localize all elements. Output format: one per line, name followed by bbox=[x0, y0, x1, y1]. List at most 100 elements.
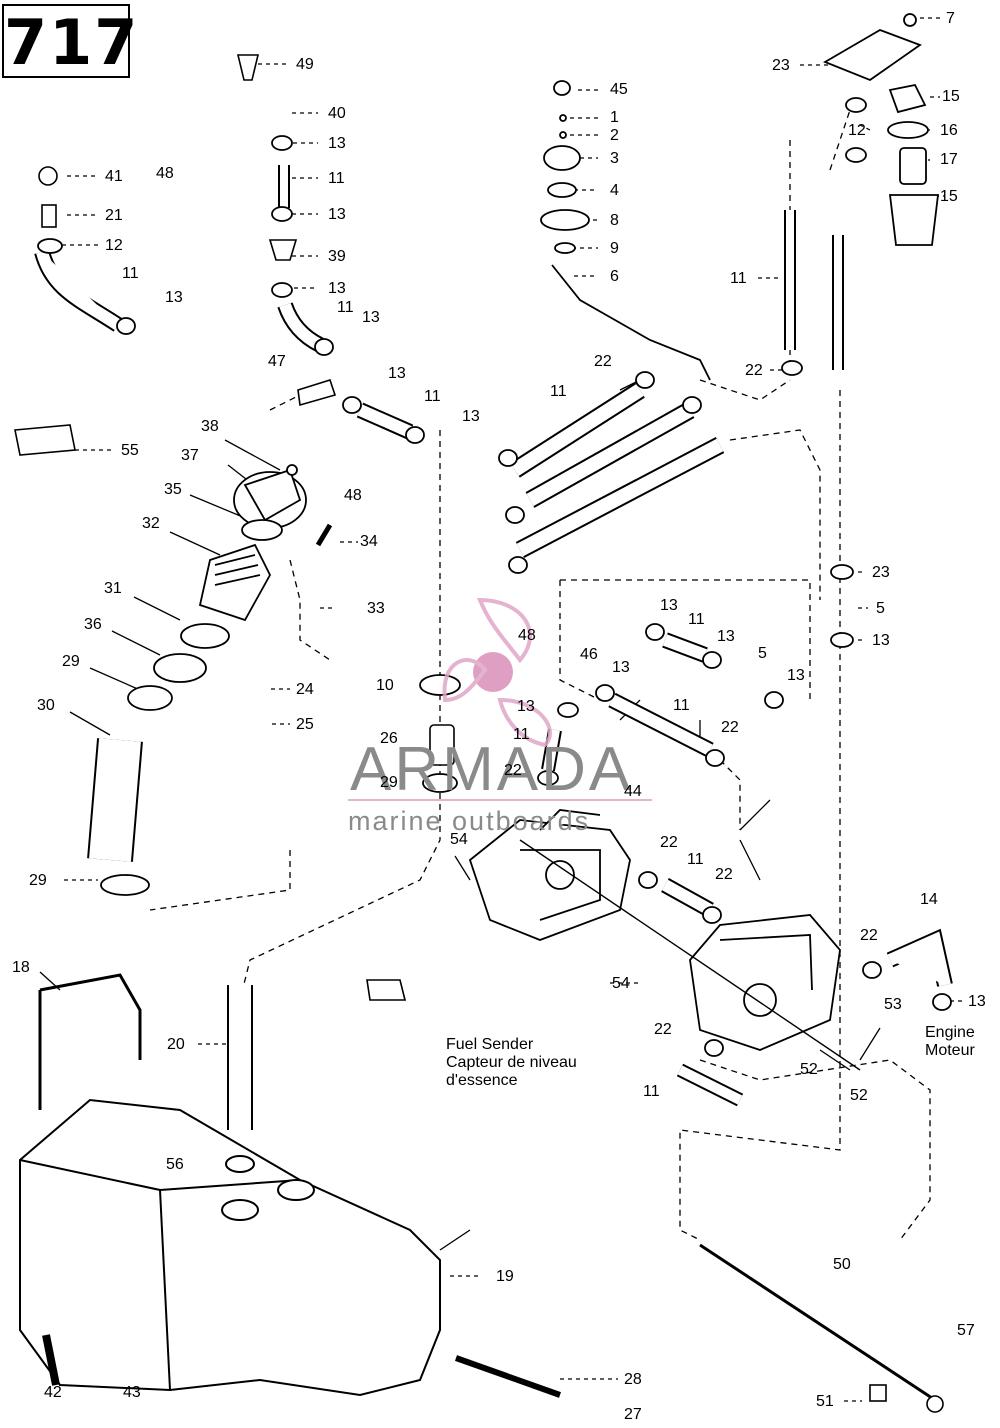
callout: 22 bbox=[715, 866, 733, 883]
callout: 6 bbox=[610, 268, 619, 285]
filler-neck bbox=[198, 464, 307, 622]
callout: 43 bbox=[123, 1384, 141, 1401]
callout: 26 bbox=[380, 730, 398, 747]
callout: 35 bbox=[164, 481, 182, 498]
callout: 37 bbox=[181, 447, 199, 464]
callout: 32 bbox=[142, 515, 160, 532]
callout: 16 bbox=[940, 122, 958, 139]
callout: 2 bbox=[610, 127, 619, 144]
callout: 15 bbox=[942, 88, 960, 105]
callout: 23 bbox=[872, 564, 890, 581]
callout: 29 bbox=[380, 774, 398, 791]
callout: 7 bbox=[946, 10, 955, 27]
vent-cap-assembly bbox=[540, 80, 711, 381]
callout: 36 bbox=[84, 616, 102, 633]
callout: 33 bbox=[367, 600, 385, 617]
callout: 42 bbox=[44, 1384, 62, 1401]
callout: 11 bbox=[328, 170, 345, 187]
watermark-tagline: marine outboards bbox=[348, 806, 591, 836]
callout: 12 bbox=[848, 122, 866, 139]
fuel-sender-note-line1: Fuel Sender bbox=[446, 1036, 534, 1053]
callout: 8 bbox=[610, 212, 619, 229]
callout: 27 bbox=[624, 1406, 642, 1423]
callout: 22 bbox=[594, 353, 612, 370]
engine-note-line2: Moteur bbox=[925, 1042, 975, 1059]
callout: 49 bbox=[296, 56, 314, 73]
callout: 11 bbox=[424, 388, 441, 405]
callout-leaders bbox=[62, 17, 962, 1402]
callout: 13 bbox=[328, 280, 346, 297]
callout: 9 bbox=[610, 240, 619, 257]
fuel-sender-note-line3: d'essence bbox=[446, 1072, 518, 1089]
callout: 11 bbox=[730, 270, 747, 287]
callout: 13 bbox=[328, 135, 346, 152]
callout: 48 bbox=[344, 487, 362, 504]
watermark-brand: ARMADA bbox=[350, 735, 634, 804]
callout: 46 bbox=[580, 646, 598, 663]
callout: 54 bbox=[612, 975, 630, 992]
callout: 4 bbox=[610, 182, 619, 199]
callout: 41 bbox=[105, 168, 123, 185]
callout: 13 bbox=[787, 667, 805, 684]
callout: 53 bbox=[884, 996, 902, 1013]
callout: 13 bbox=[717, 628, 735, 645]
carburetor-right bbox=[519, 839, 861, 1071]
callout: 12 bbox=[105, 237, 123, 254]
callout: 29 bbox=[62, 653, 80, 670]
fuel-sender-note-line2: Capteur de niveau bbox=[446, 1054, 577, 1071]
callout: 13 bbox=[328, 206, 346, 223]
callout: 13 bbox=[612, 659, 630, 676]
callout: 22 bbox=[654, 1021, 672, 1038]
callout: 22 bbox=[504, 762, 522, 779]
callout: 11 bbox=[673, 697, 690, 714]
carburetor-left bbox=[468, 809, 631, 941]
callout: 40 bbox=[328, 105, 346, 122]
callout: 29 bbox=[29, 872, 47, 889]
callout: 17 bbox=[940, 151, 958, 168]
callout: 52 bbox=[850, 1087, 868, 1104]
callout: 45 bbox=[610, 81, 628, 98]
page-number-box: 717 bbox=[2, 4, 140, 79]
callout: 5 bbox=[876, 600, 885, 617]
callout: 54 bbox=[450, 831, 468, 848]
callout: 11 bbox=[687, 851, 704, 868]
callout: 11 bbox=[643, 1083, 660, 1100]
callout: 55 bbox=[121, 442, 139, 459]
callout: 13 bbox=[362, 309, 380, 326]
callout: 19 bbox=[496, 1268, 514, 1285]
callout: 11 bbox=[122, 265, 139, 282]
callout: 52 bbox=[800, 1061, 818, 1078]
callout: 28 bbox=[624, 1371, 642, 1388]
callout: 3 bbox=[610, 150, 619, 167]
callout: 48 bbox=[156, 165, 174, 182]
callout: 15 bbox=[940, 188, 958, 205]
callout: 18 bbox=[12, 959, 30, 976]
callout: 47 bbox=[268, 353, 286, 370]
callout: 34 bbox=[360, 533, 378, 550]
callout: 50 bbox=[833, 1256, 851, 1273]
callout: 13 bbox=[968, 993, 986, 1010]
callout: 11 bbox=[513, 726, 530, 743]
callout: 5 bbox=[758, 645, 767, 662]
callout: 38 bbox=[201, 418, 219, 435]
callout: 11 bbox=[550, 383, 567, 400]
fuel-hoses bbox=[34, 165, 953, 1130]
callout: 57 bbox=[957, 1322, 975, 1339]
callout: 20 bbox=[167, 1036, 185, 1053]
callout: 13 bbox=[517, 698, 535, 715]
callout: 22 bbox=[745, 362, 763, 379]
callout: 14 bbox=[920, 891, 938, 908]
callout: 11 bbox=[688, 611, 705, 628]
callout: 10 bbox=[376, 677, 394, 694]
callout: 11 bbox=[337, 299, 354, 316]
callout: 21 bbox=[105, 207, 123, 224]
fuel-tank bbox=[19, 1098, 441, 1397]
page-number: 717 bbox=[4, 6, 140, 79]
callout: 56 bbox=[166, 1156, 184, 1173]
callout: 39 bbox=[328, 248, 346, 265]
callout: 22 bbox=[721, 719, 739, 736]
callout: 13 bbox=[165, 289, 183, 306]
callout: 30 bbox=[37, 697, 55, 714]
